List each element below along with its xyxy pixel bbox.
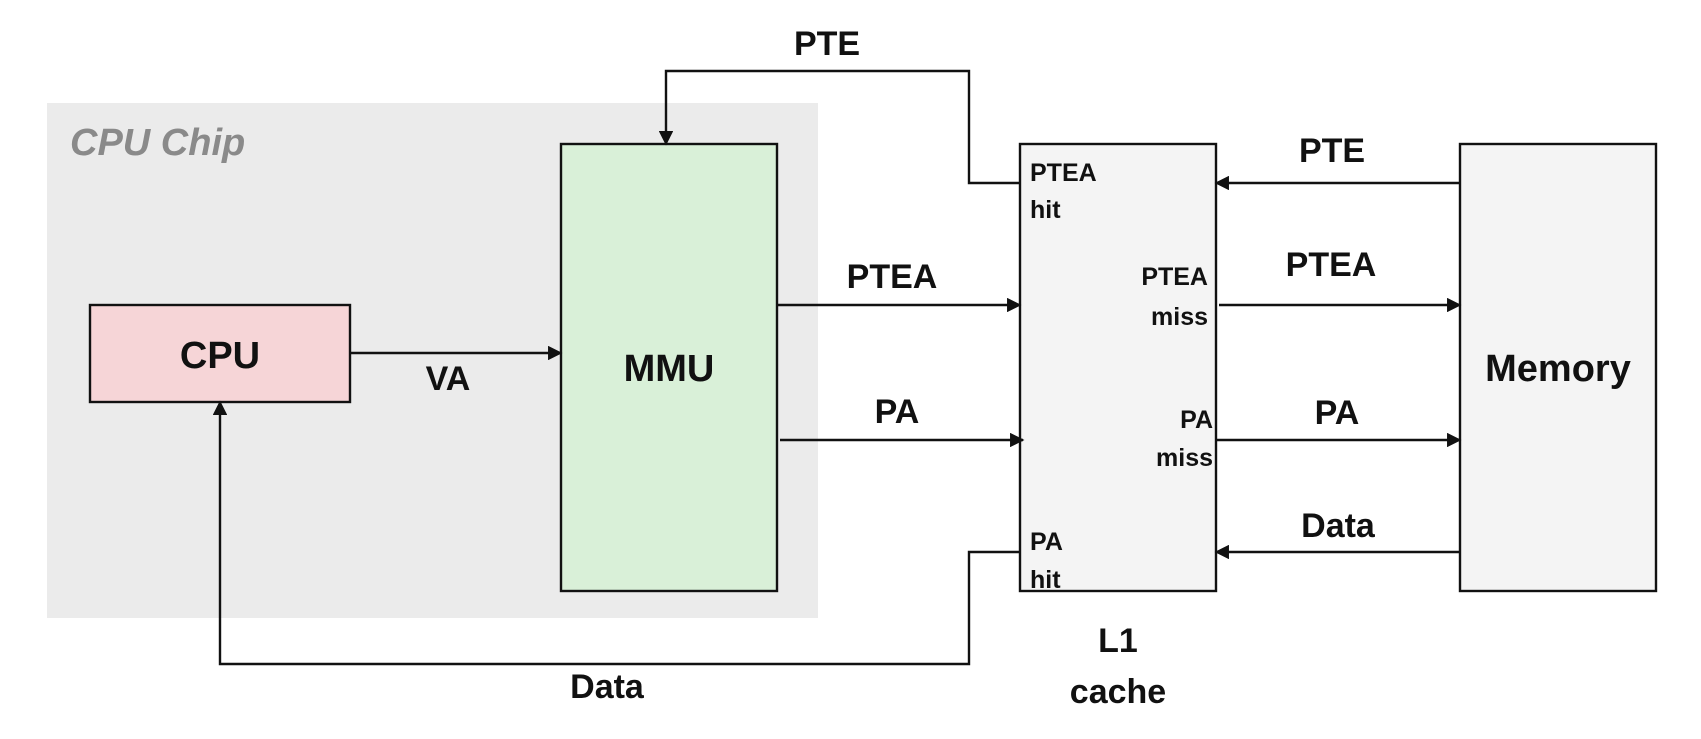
signal-data-mem-cache-label: Data — [1301, 507, 1376, 545]
port-ptea-miss-line2: miss — [1151, 303, 1208, 331]
l1-cache-label-line1: L1 — [1098, 622, 1138, 660]
cpu-label: CPU — [180, 335, 260, 377]
signal-pte-top-label: PTE — [794, 25, 860, 63]
memory-label: Memory — [1485, 348, 1631, 390]
signal-pa-mmu-cache-label: PA — [875, 393, 920, 431]
port-pa-hit-line2: hit — [1030, 566, 1061, 594]
wire-data-cache-cpu — [212, 400, 1020, 666]
signal-pa-cache-mem-label: PA — [1315, 394, 1360, 432]
port-ptea-hit-line2: hit — [1030, 196, 1061, 224]
wire-pte-hit — [658, 69, 1020, 185]
port-pa-miss-line1: PA — [1180, 406, 1213, 434]
signal-ptea-cache-mem-label: PTEA — [1286, 246, 1377, 284]
port-pa-hit-line1: PA — [1030, 528, 1063, 556]
port-pa-miss-line2: miss — [1156, 444, 1213, 472]
signal-data-cache-cpu-label: Data — [570, 668, 645, 706]
signal-va-label: VA — [426, 360, 471, 398]
signal-pte-mem-cache-label: PTE — [1299, 132, 1365, 170]
l1-cache-label-line2: cache — [1070, 673, 1166, 711]
mmu-label: MMU — [624, 348, 715, 390]
l1-cache-block — [1018, 142, 1218, 593]
signal-ptea-mmu-cache-label: PTEA — [847, 258, 938, 296]
cpu-chip-label: CPU Chip — [70, 122, 245, 164]
memory-block — [1458, 142, 1658, 593]
port-ptea-hit-line1: PTEA — [1030, 159, 1097, 187]
port-ptea-miss-line1: PTEA — [1141, 263, 1208, 291]
cpu-block — [88, 303, 352, 404]
